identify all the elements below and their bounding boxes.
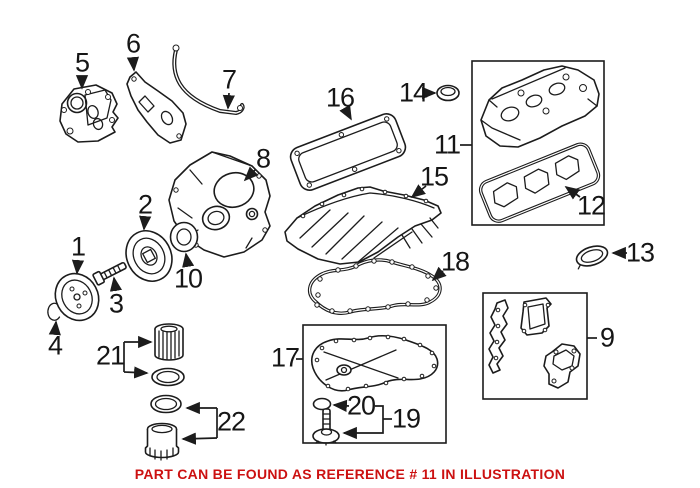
callout-label-2: 2 [137,189,153,220]
part-13-drawing [575,245,609,270]
callout-label-17: 17 [270,342,300,373]
part-19-drawing [312,408,340,446]
part-10-drawing [169,221,199,253]
callout-label-15: 15 [419,161,449,192]
part-6-drawing [126,71,187,144]
callout-label-11: 11 [433,129,461,160]
box-lower-pan-group [302,324,447,444]
callout-label-10: 10 [173,263,203,294]
callout-label-22: 22 [216,406,246,437]
part-7-drawing [172,44,245,116]
callout-label-1: 1 [70,231,86,262]
box-gasket-set-group [482,292,588,400]
part-3-drawing [92,261,127,286]
part-18-drawing [308,258,442,315]
part-14-drawing [436,84,460,102]
reference-caption: PART CAN BE FOUND AS REFERENCE # 11 IN I… [134,466,566,482]
callout-label-3: 3 [108,288,124,319]
part-21-drawing [151,323,185,387]
part-15-drawing [284,186,442,265]
part-1-drawing [54,272,100,322]
callout-label-8: 8 [255,143,271,174]
part-5-drawing [59,84,119,143]
part-20-drawing [312,397,332,411]
callout-label-7: 7 [221,64,237,95]
part-16-drawing [289,113,407,191]
callout-label-13: 13 [625,237,655,268]
callout-label-16: 16 [325,82,355,113]
part-2-drawing [125,230,173,282]
callout-label-21: 21 [95,340,125,371]
part-12-drawing [478,142,601,223]
callout-label-14: 14 [398,77,428,108]
part-11-drawing [480,65,600,148]
group-boxes [302,60,605,444]
callout-label-19: 19 [391,403,421,434]
callout-label-6: 6 [125,28,141,59]
part-22-drawing [144,394,182,461]
callout-label-4: 4 [47,330,63,361]
box-valve-cover-group [471,60,605,226]
callout-label-12: 12 [576,190,606,221]
part-17-drawing [311,334,439,392]
part-4-drawing [47,302,61,321]
callout-label-20: 20 [346,390,376,421]
leader-lines [48,56,627,445]
callout-label-18: 18 [440,246,470,277]
part-9-drawing [488,297,581,389]
callout-label-5: 5 [74,47,90,78]
callout-label-9: 9 [599,322,615,353]
